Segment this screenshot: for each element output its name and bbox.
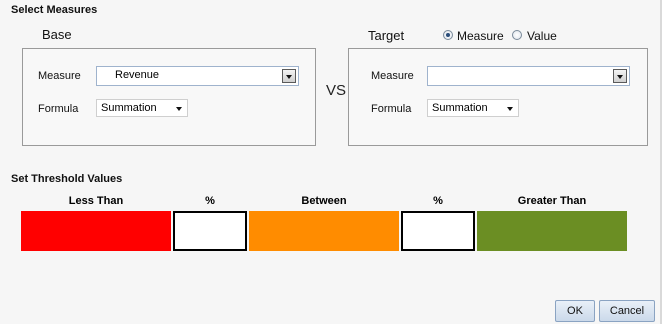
base-formula-dropdown[interactable]: Summation bbox=[96, 99, 188, 117]
threshold-title: Set Threshold Values bbox=[11, 173, 123, 185]
greater-than-color-swatch[interactable] bbox=[477, 211, 627, 251]
vs-label: VS bbox=[326, 82, 347, 99]
target-title: Target bbox=[368, 28, 405, 43]
base-measure-value: Revenue bbox=[115, 69, 160, 81]
target-formula-value: Summation bbox=[432, 102, 488, 114]
between-color-swatch[interactable] bbox=[249, 211, 399, 251]
target-measure-label: Measure bbox=[371, 70, 414, 82]
between-label: Between bbox=[301, 195, 347, 207]
caret-down-icon bbox=[176, 107, 182, 111]
window-edge bbox=[660, 0, 662, 324]
cancel-button[interactable]: Cancel bbox=[599, 300, 655, 322]
base-panel: Measure Revenue Formula Summation bbox=[22, 48, 316, 146]
radio-measure-label[interactable]: Measure bbox=[457, 29, 504, 43]
chevron-down-icon[interactable] bbox=[613, 69, 627, 83]
radio-value-label[interactable]: Value bbox=[527, 29, 557, 43]
radio-value[interactable] bbox=[512, 30, 522, 40]
base-title: Base bbox=[42, 27, 72, 42]
base-measure-combo[interactable]: Revenue bbox=[96, 66, 299, 86]
percent1-input[interactable] bbox=[173, 211, 247, 251]
percent2-label: % bbox=[433, 195, 443, 207]
select-measures-title: Select Measures bbox=[11, 4, 98, 16]
percent1-label: % bbox=[205, 195, 215, 207]
target-panel: Measure Formula Summation bbox=[348, 48, 648, 146]
target-formula-dropdown[interactable]: Summation bbox=[427, 99, 519, 117]
ok-button[interactable]: OK bbox=[555, 300, 595, 322]
caret-down-icon bbox=[507, 107, 513, 111]
base-measure-label: Measure bbox=[38, 70, 81, 82]
base-formula-value: Summation bbox=[101, 102, 157, 114]
greater-than-label: Greater Than bbox=[517, 195, 587, 207]
radio-measure[interactable] bbox=[443, 30, 453, 40]
less-than-color-swatch[interactable] bbox=[21, 211, 171, 251]
percent2-input[interactable] bbox=[401, 211, 475, 251]
chevron-down-icon[interactable] bbox=[282, 69, 296, 83]
target-formula-label: Formula bbox=[371, 103, 412, 115]
base-formula-label: Formula bbox=[38, 103, 79, 115]
less-than-label: Less Than bbox=[68, 195, 124, 207]
target-measure-combo[interactable] bbox=[427, 66, 630, 86]
